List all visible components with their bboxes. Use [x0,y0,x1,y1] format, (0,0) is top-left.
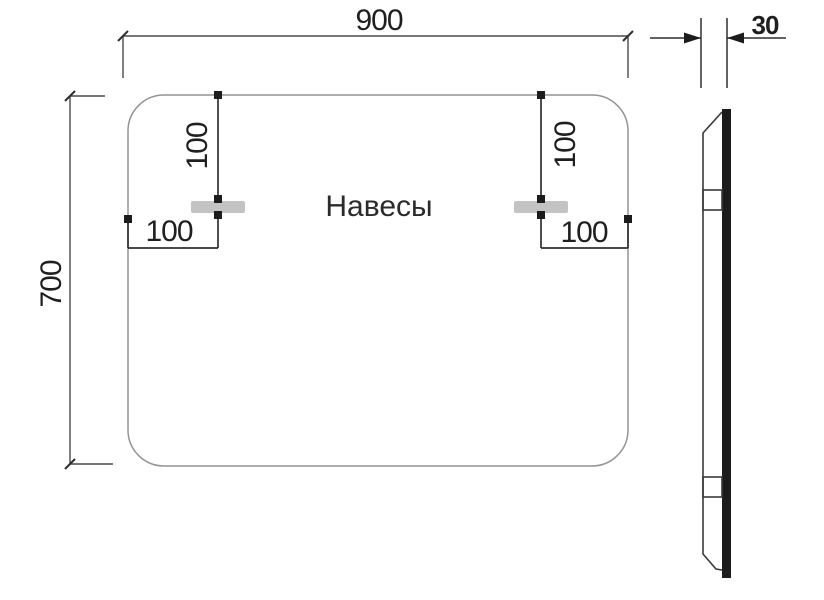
dim-thickness-label: 30 [751,10,780,40]
dim-tick-icon [64,90,76,102]
arrow-right-icon [684,32,701,44]
mount-point-marker [537,195,545,203]
hanger-left-top-offset-label: 100 [181,122,214,170]
arrow-left-icon [727,32,744,44]
dim-tick-icon [64,458,76,470]
side-hanger-box-bottom [702,476,723,498]
side-hanger-box-top [702,189,723,211]
mount-point-marker [214,195,222,203]
dim-tick-icon [622,30,634,42]
mount-point-marker [124,215,132,223]
mount-point-marker [624,215,632,223]
dim-height-label: 700 [35,260,68,308]
mirror-side-glass [722,109,731,578]
hanger-bracket-left [191,201,245,213]
mount-point-marker [537,91,545,99]
mirror-side-backing-outline [702,111,723,571]
hanger-bracket-right [514,201,568,213]
mirror-front-outline [127,94,629,467]
mount-point-marker [537,211,545,219]
hanger-left-side-offset-label: 100 [145,215,193,248]
mount-point-marker [214,211,222,219]
hanger-right-top-offset-label: 100 [549,121,582,169]
dim-tick-icon [117,30,129,42]
mount-point-marker [214,91,222,99]
hangers-annotation: Навесы [325,190,433,223]
hanger-right-side-offset-label: 100 [560,216,608,249]
dim-width-label: 900 [355,4,403,37]
